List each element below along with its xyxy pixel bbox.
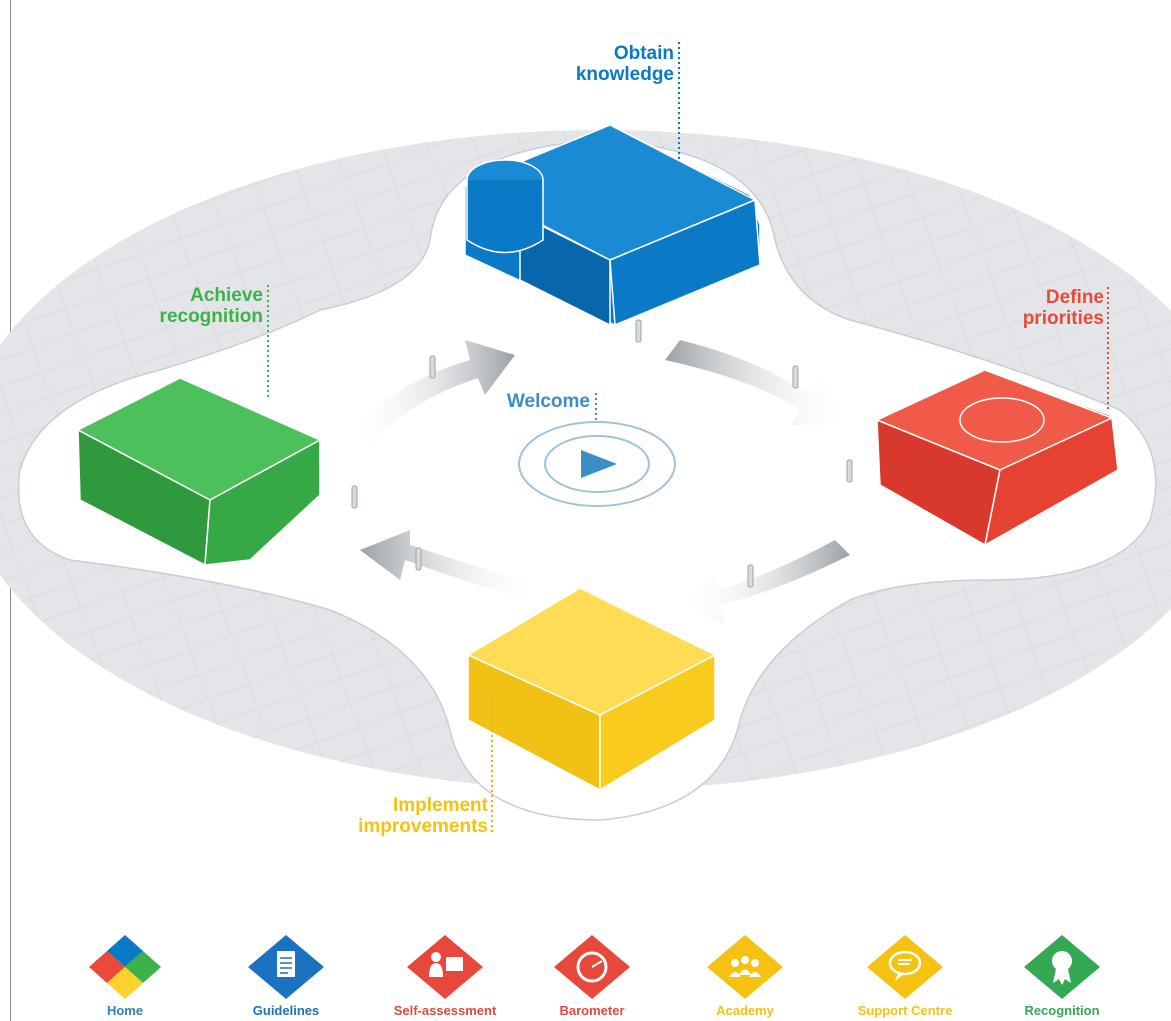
nav-barometer[interactable]: Barometer (527, 925, 657, 1021)
label-obtain-knowledge[interactable]: Obtain knowledge (560, 43, 674, 85)
leader-lines (267, 42, 1109, 832)
label-implement-improvements[interactable]: Implement improvements (358, 795, 488, 837)
blue-block[interactable] (463, 124, 761, 327)
document-icon (248, 935, 324, 999)
group-icon (707, 935, 783, 999)
label-implement-line1: Implement (392, 795, 488, 816)
nav-self-assessment-label: Self-assessment (393, 1003, 497, 1018)
speech-bubble-icon (867, 935, 943, 999)
gauge-icon (554, 935, 630, 999)
green-block[interactable] (76, 377, 322, 567)
play-icon (581, 450, 617, 478)
nav-guidelines-label: Guidelines (252, 1003, 320, 1018)
play-button[interactable] (517, 420, 677, 508)
label-achieve-line2: recognition (159, 306, 263, 327)
puzzle-home-icon (89, 935, 161, 999)
nav-home[interactable]: Home (60, 925, 190, 1021)
red-block[interactable] (875, 369, 1119, 547)
label-define-line1: Define (1045, 287, 1104, 308)
label-obtain-line2: knowledge (575, 64, 674, 85)
award-ribbon-icon (1024, 935, 1100, 999)
label-obtain-line1: Obtain (613, 43, 674, 64)
person-presentation-icon (407, 935, 483, 999)
nav-guidelines[interactable]: Guidelines (221, 925, 351, 1021)
flow-arrows (350, 340, 850, 625)
nav-recognition-label: Recognition (1024, 1003, 1100, 1018)
welcome-label[interactable]: Welcome (506, 391, 590, 412)
nav-home-label: Home (106, 1003, 144, 1018)
nav-support-centre-label: Support Centre (857, 1003, 953, 1018)
nav-barometer-label: Barometer (559, 1003, 625, 1018)
label-achieve-line1: Achieve (190, 285, 263, 306)
bottom-nav: Home Guidelines Self-assessment Baromete… (0, 925, 1171, 1021)
nav-recognition[interactable]: Recognition (997, 925, 1127, 1021)
label-achieve-recognition[interactable]: Achieve recognition (150, 285, 263, 327)
yellow-block[interactable] (466, 587, 717, 792)
nav-academy[interactable]: Academy (680, 925, 810, 1021)
nav-support-centre[interactable]: Support Centre (840, 925, 970, 1021)
nav-academy-label: Academy (716, 1003, 774, 1018)
walking-figures (351, 319, 853, 588)
label-define-priorities[interactable]: Define priorities (990, 287, 1104, 329)
label-implement-line2: improvements (358, 816, 488, 837)
nav-self-assessment[interactable]: Self-assessment (380, 925, 510, 1021)
label-define-line2: priorities (1022, 308, 1104, 329)
